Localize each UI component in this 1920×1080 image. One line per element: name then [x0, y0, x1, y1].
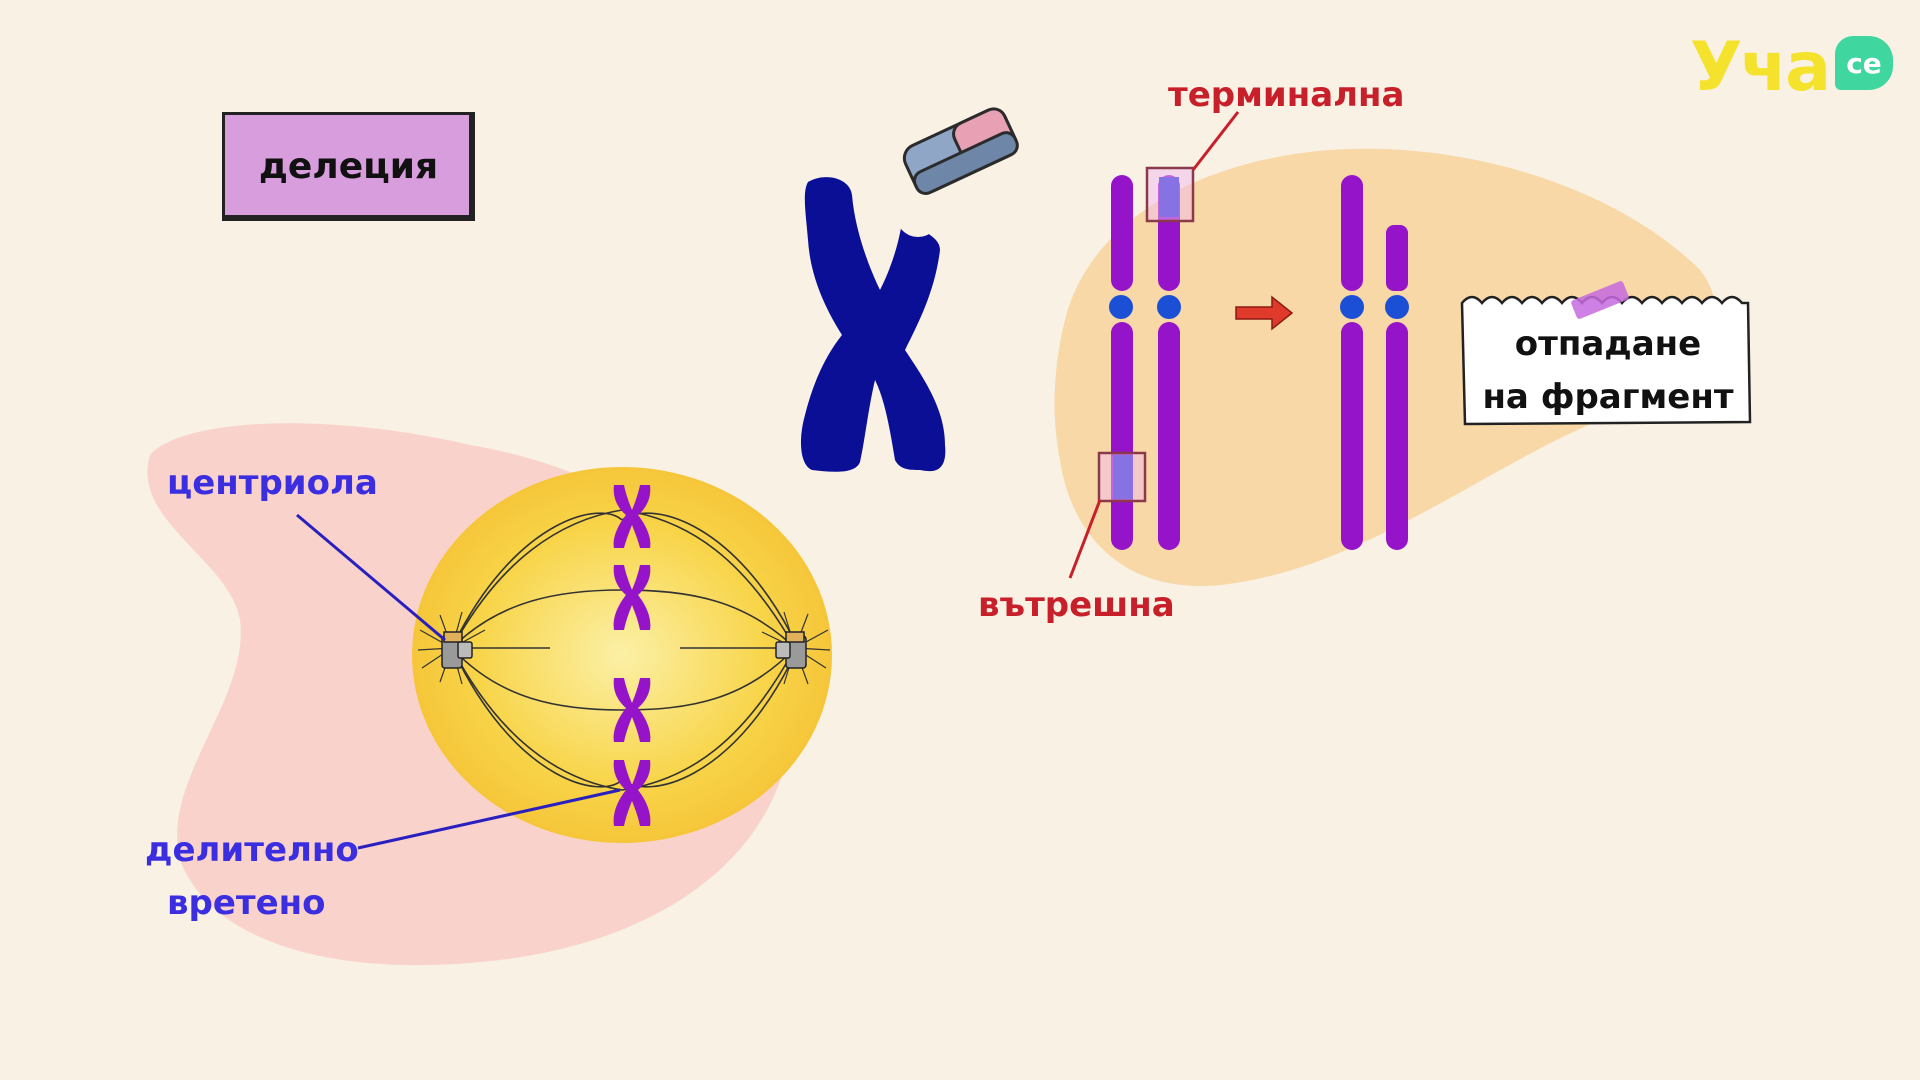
- centromere: [1385, 295, 1409, 319]
- tape-icon: [1571, 281, 1629, 319]
- title-box: делеция: [222, 112, 475, 221]
- centriole-icon-left: [417, 611, 486, 685]
- spindle-pointer: [357, 788, 621, 850]
- centromere: [1340, 295, 1364, 319]
- chromosome-1: [613, 485, 651, 548]
- arrow-right-icon: [1235, 295, 1294, 331]
- chromosome-pair-before: [1068, 111, 1240, 579]
- logo-badge: се: [1835, 36, 1893, 90]
- note-paper: [1460, 281, 1752, 426]
- centriole-pointer: [296, 513, 446, 642]
- chromosome-bite: [896, 193, 940, 237]
- note-line2: на фрагмент: [1482, 376, 1734, 417]
- chromosome-3: [613, 678, 651, 742]
- chromosome-2: [613, 565, 651, 630]
- note-line1: отпадане: [1514, 324, 1702, 364]
- internal-label: вътрешна: [978, 585, 1175, 625]
- centriole-label: центриола: [167, 463, 378, 503]
- chromosome-pair-after: [1340, 175, 1409, 550]
- chromosome-4: [613, 760, 651, 826]
- terminal-highlight-box: [1145, 166, 1195, 223]
- metaphase-chromosomes: [613, 485, 651, 826]
- internal-highlight-box: [1097, 451, 1147, 503]
- eraser-icon: [902, 107, 1019, 195]
- spindle-label-line1: делително: [145, 830, 359, 870]
- big-chromosome-x: [800, 177, 946, 472]
- centriole-icon-right: [761, 611, 831, 685]
- centromere: [1109, 295, 1133, 319]
- orange-blob: [1054, 148, 1716, 587]
- title-label: делеция: [258, 146, 439, 187]
- terminal-label: терминална: [1168, 75, 1405, 115]
- logo-text: Уча: [1690, 28, 1831, 107]
- centromere: [1157, 295, 1181, 319]
- spindle-label-line2: вретено: [167, 883, 326, 923]
- note-text: отпадане на фрагмент: [1470, 318, 1746, 423]
